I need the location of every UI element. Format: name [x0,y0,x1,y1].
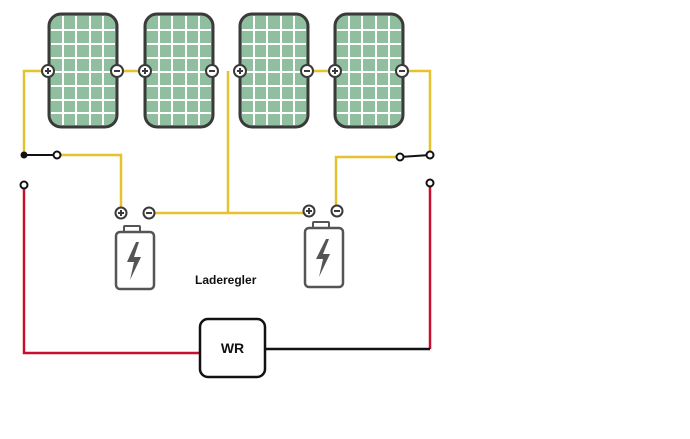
battery-charge-icon-left [114,225,156,291]
wire-ac-red-left [22,185,200,355]
terminal-minus-p2 [205,64,219,78]
ac-wiring [22,183,432,355]
dc-wiring [22,69,432,215]
ac-terminal-right [425,178,435,188]
controller-terminals [114,204,344,220]
wire-string-right [402,69,432,155]
inverter-box: WR [198,317,267,379]
terminal-minus-p1 [110,64,124,78]
terminal-plus-p1 [41,64,55,78]
panel-terminals [41,64,409,78]
switch-icon [425,150,435,160]
controller-right-minus [330,204,344,218]
solar-panel-row [47,12,405,129]
terminal-plus-p4 [328,64,342,78]
wire-string-left [22,69,49,155]
ac-terminal-left [19,180,29,190]
terminal-minus-p4 [395,64,409,78]
switch-left [20,150,62,160]
solar-panel-3 [238,12,310,129]
solar-panel-2 [143,12,215,129]
wire-right-controller [334,155,400,211]
controller-left-minus [142,206,156,220]
wire-left-controller [57,153,123,211]
terminal-minus-p3 [300,64,314,78]
controller-right-plus [302,204,316,218]
inverter-label: WR [221,340,244,356]
controller-left-plus [114,206,128,220]
terminal-plus-p2 [138,64,152,78]
battery-charge-icon-right [303,221,345,289]
terminal-plus-p3 [233,64,247,78]
solar-panel-1 [47,12,119,129]
charge-controller-label: Laderegler [195,273,257,287]
solar-panel-4 [333,12,405,129]
switch-icon [20,151,28,159]
switch-right [395,150,435,162]
